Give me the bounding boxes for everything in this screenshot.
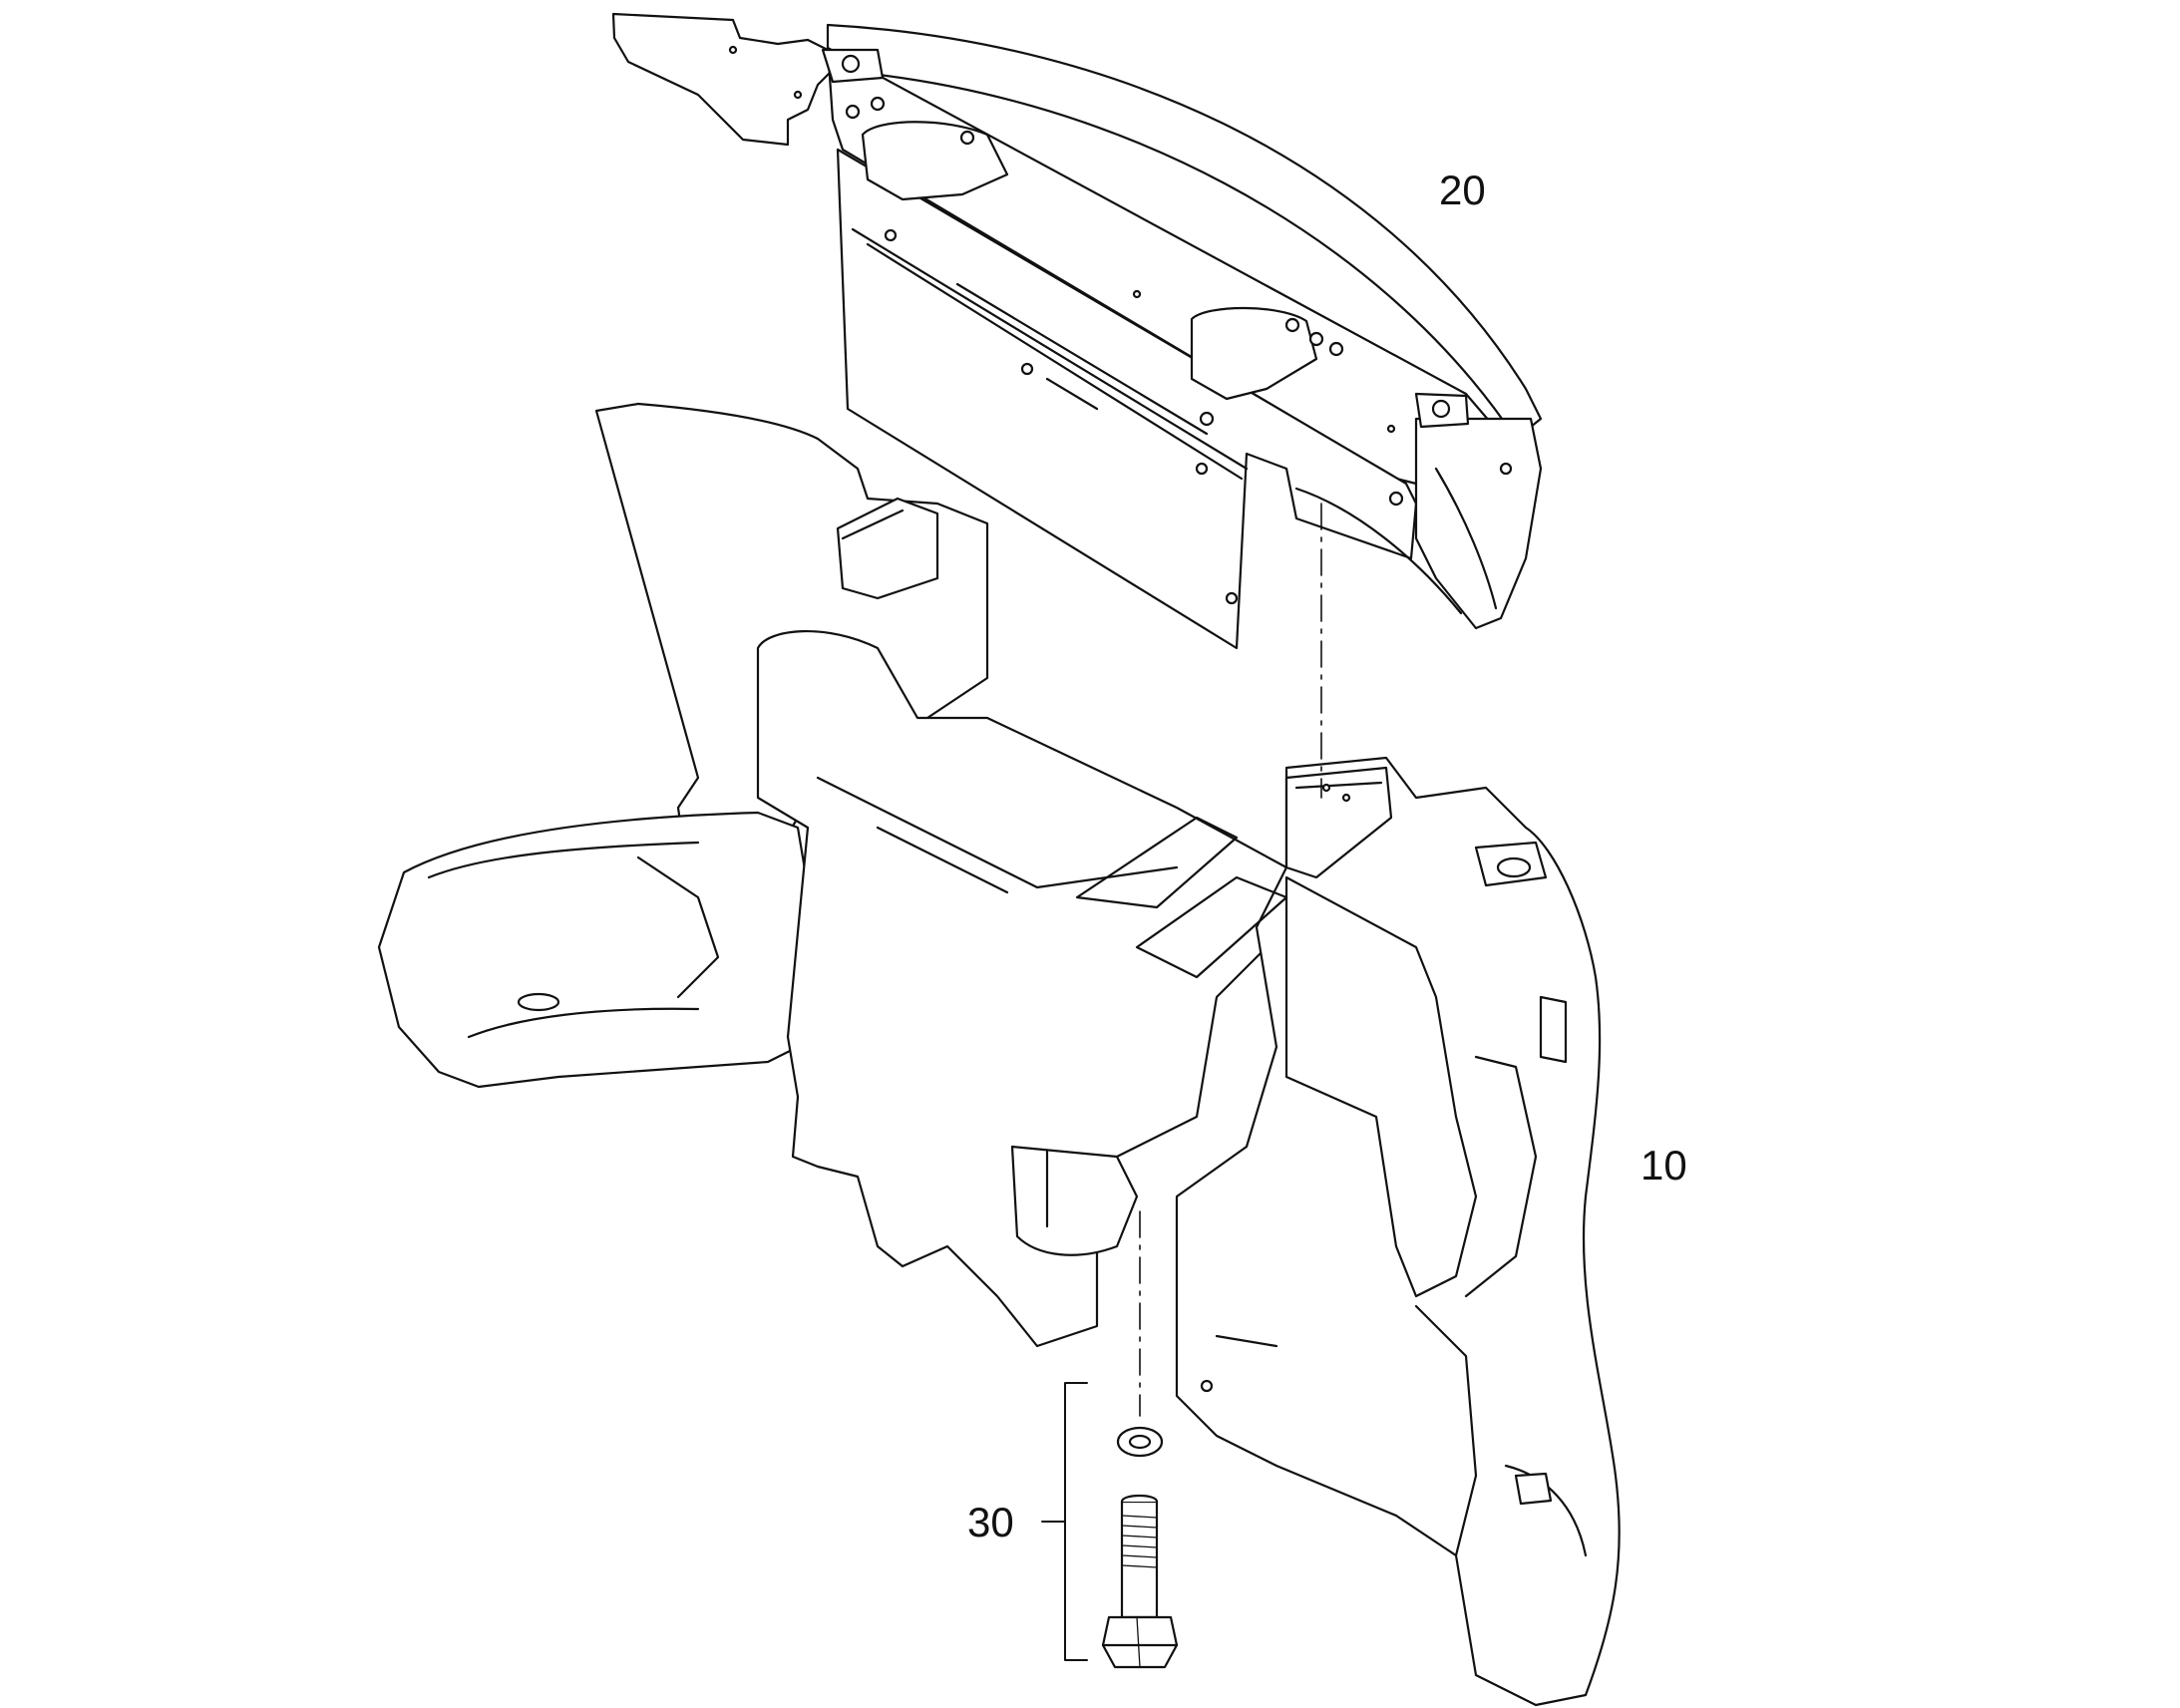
callout-label-10: 10 — [1640, 1142, 1687, 1189]
housing-left-arm — [377, 811, 820, 1089]
callout-label-20: 20 — [1439, 167, 1486, 213]
housing-right-tab — [1539, 995, 1568, 1064]
end-plate — [1414, 417, 1543, 630]
mounting-strip — [611, 12, 835, 147]
bracket-assembly-part-20 — [611, 12, 1543, 650]
callout-bracket-30 — [1041, 1382, 1088, 1661]
callout-label-30: 30 — [967, 1499, 1014, 1545]
boss-right — [1190, 306, 1318, 401]
alignment-lines — [1139, 503, 1322, 1417]
housing-bottom-cylinder — [1010, 1145, 1139, 1256]
housing-post — [836, 497, 939, 600]
housing-raised-block — [1284, 766, 1393, 879]
front-face — [836, 148, 1418, 650]
bolt-shank — [1120, 1500, 1159, 1619]
housing-part-10 — [377, 402, 1621, 1707]
fastener-set-part-30 — [1101, 1426, 1179, 1669]
curved-cover — [826, 23, 1543, 441]
